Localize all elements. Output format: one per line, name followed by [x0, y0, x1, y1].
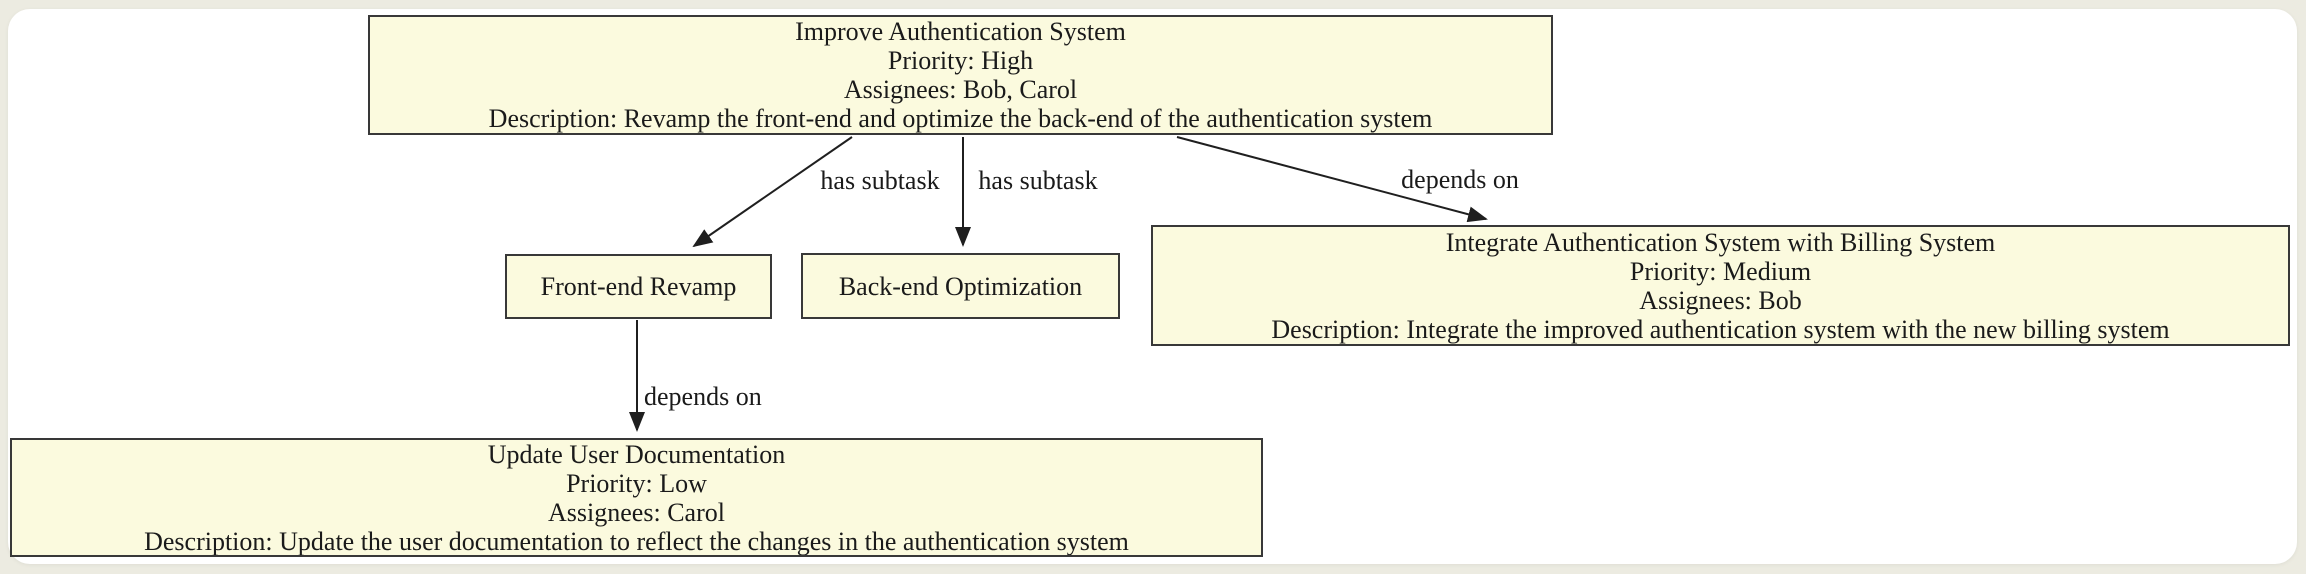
- task-node-improve-authentication: Improve Authentication System Priority: …: [368, 15, 1553, 135]
- edge-label-has-subtask-1: has subtask: [820, 166, 940, 195]
- task-title: Improve Authentication System: [795, 17, 1126, 46]
- task-node-backend-optimization: Back-end Optimization: [801, 253, 1120, 319]
- task-title: Integrate Authentication System with Bil…: [1445, 227, 1996, 257]
- diagram-canvas: Improve Authentication System Priority: …: [8, 9, 2297, 564]
- task-title: Back-end Optimization: [838, 271, 1083, 301]
- task-assignees: Assignees: Bob: [1639, 285, 1802, 315]
- task-assignees: Assignees: Bob, Carol: [843, 75, 1078, 104]
- task-description: Description: Revamp the front-end and op…: [488, 104, 1433, 133]
- task-priority: Priority: High: [887, 46, 1034, 75]
- task-title: Update User Documentation: [487, 439, 786, 469]
- task-description: Description: Update the user documentati…: [144, 526, 1129, 556]
- task-description: Description: Integrate the improved auth…: [1271, 314, 2170, 344]
- task-assignees: Assignees: Carol: [548, 497, 725, 527]
- edge-label-has-subtask-2: has subtask: [978, 166, 1098, 195]
- edge-label-depends-on-integrate: depends on: [1401, 165, 1519, 194]
- task-node-update-documentation: Update User Documentation Priority: Low …: [10, 438, 1263, 557]
- task-priority: Priority: Medium: [1629, 256, 1812, 286]
- task-node-frontend-revamp: Front-end Revamp: [505, 254, 772, 319]
- task-title: Front-end Revamp: [540, 272, 737, 301]
- edge-label-depends-on-docs: depends on: [644, 382, 762, 411]
- task-priority: Priority: Low: [566, 468, 707, 498]
- task-node-integrate-billing: Integrate Authentication System with Bil…: [1151, 225, 2290, 346]
